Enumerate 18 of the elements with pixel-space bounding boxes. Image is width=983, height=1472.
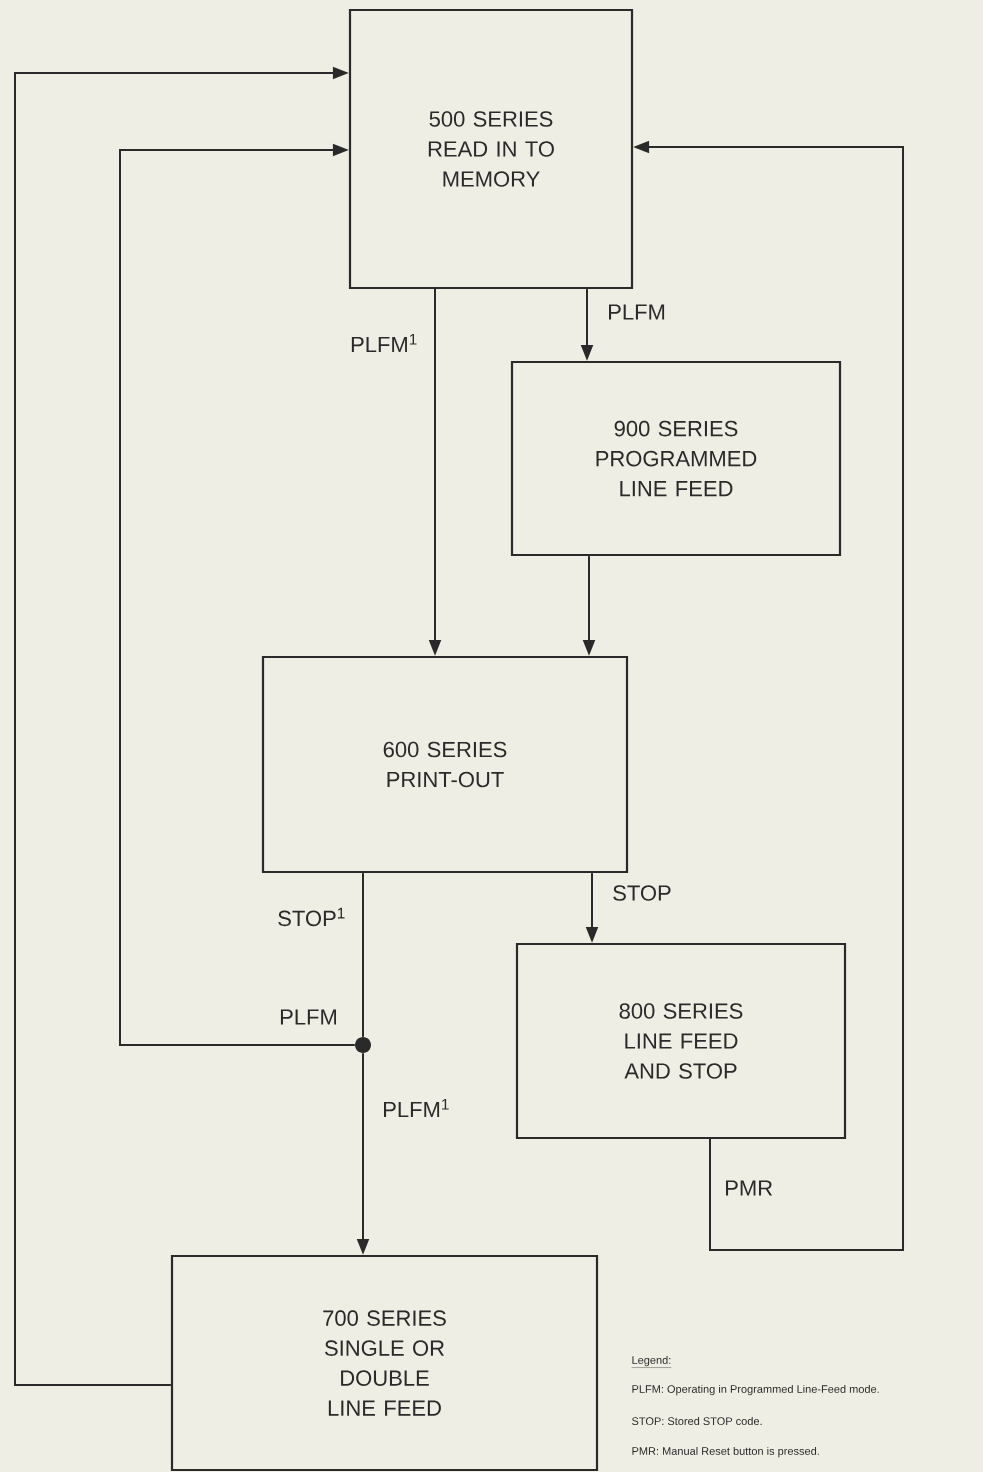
legend-entry: STOP: Stored STOP code. xyxy=(632,1417,762,1426)
legend-entry: PMR: Manual Reset button is pressed. xyxy=(632,1446,819,1458)
process-box: 500 SERIES READ IN TO MEMORY xyxy=(348,8,634,290)
edge-label: STOP$^{1}$ xyxy=(275,905,348,929)
process-box: 800 SERIES LINE FEED AND STOP xyxy=(515,942,847,1140)
edge-label: PLFM$^{1}$ xyxy=(348,331,420,355)
edge-label: PLFM$^{1}$ xyxy=(380,1096,452,1120)
process-box: 900 SERIES PROGRAMMED LINE FEED xyxy=(510,360,842,557)
process-box: 700 SERIES SINGLE OR DOUBLE LINE FEED xyxy=(170,1254,599,1472)
edge-label: STOP xyxy=(610,883,674,903)
junction-dot xyxy=(355,1037,371,1053)
process-box: 600 SERIES PRINT-OUT xyxy=(261,655,629,874)
legend-entry: PLFM: Operating in Programmed Line-Feed mode. xyxy=(632,1384,879,1396)
legend-heading: Legend: xyxy=(631,1355,672,1368)
arrow xyxy=(119,143,356,1046)
edge-label: PLFM xyxy=(277,1007,340,1027)
edge-label: PMR xyxy=(722,1178,776,1198)
edge-label: PLFM xyxy=(605,302,668,322)
